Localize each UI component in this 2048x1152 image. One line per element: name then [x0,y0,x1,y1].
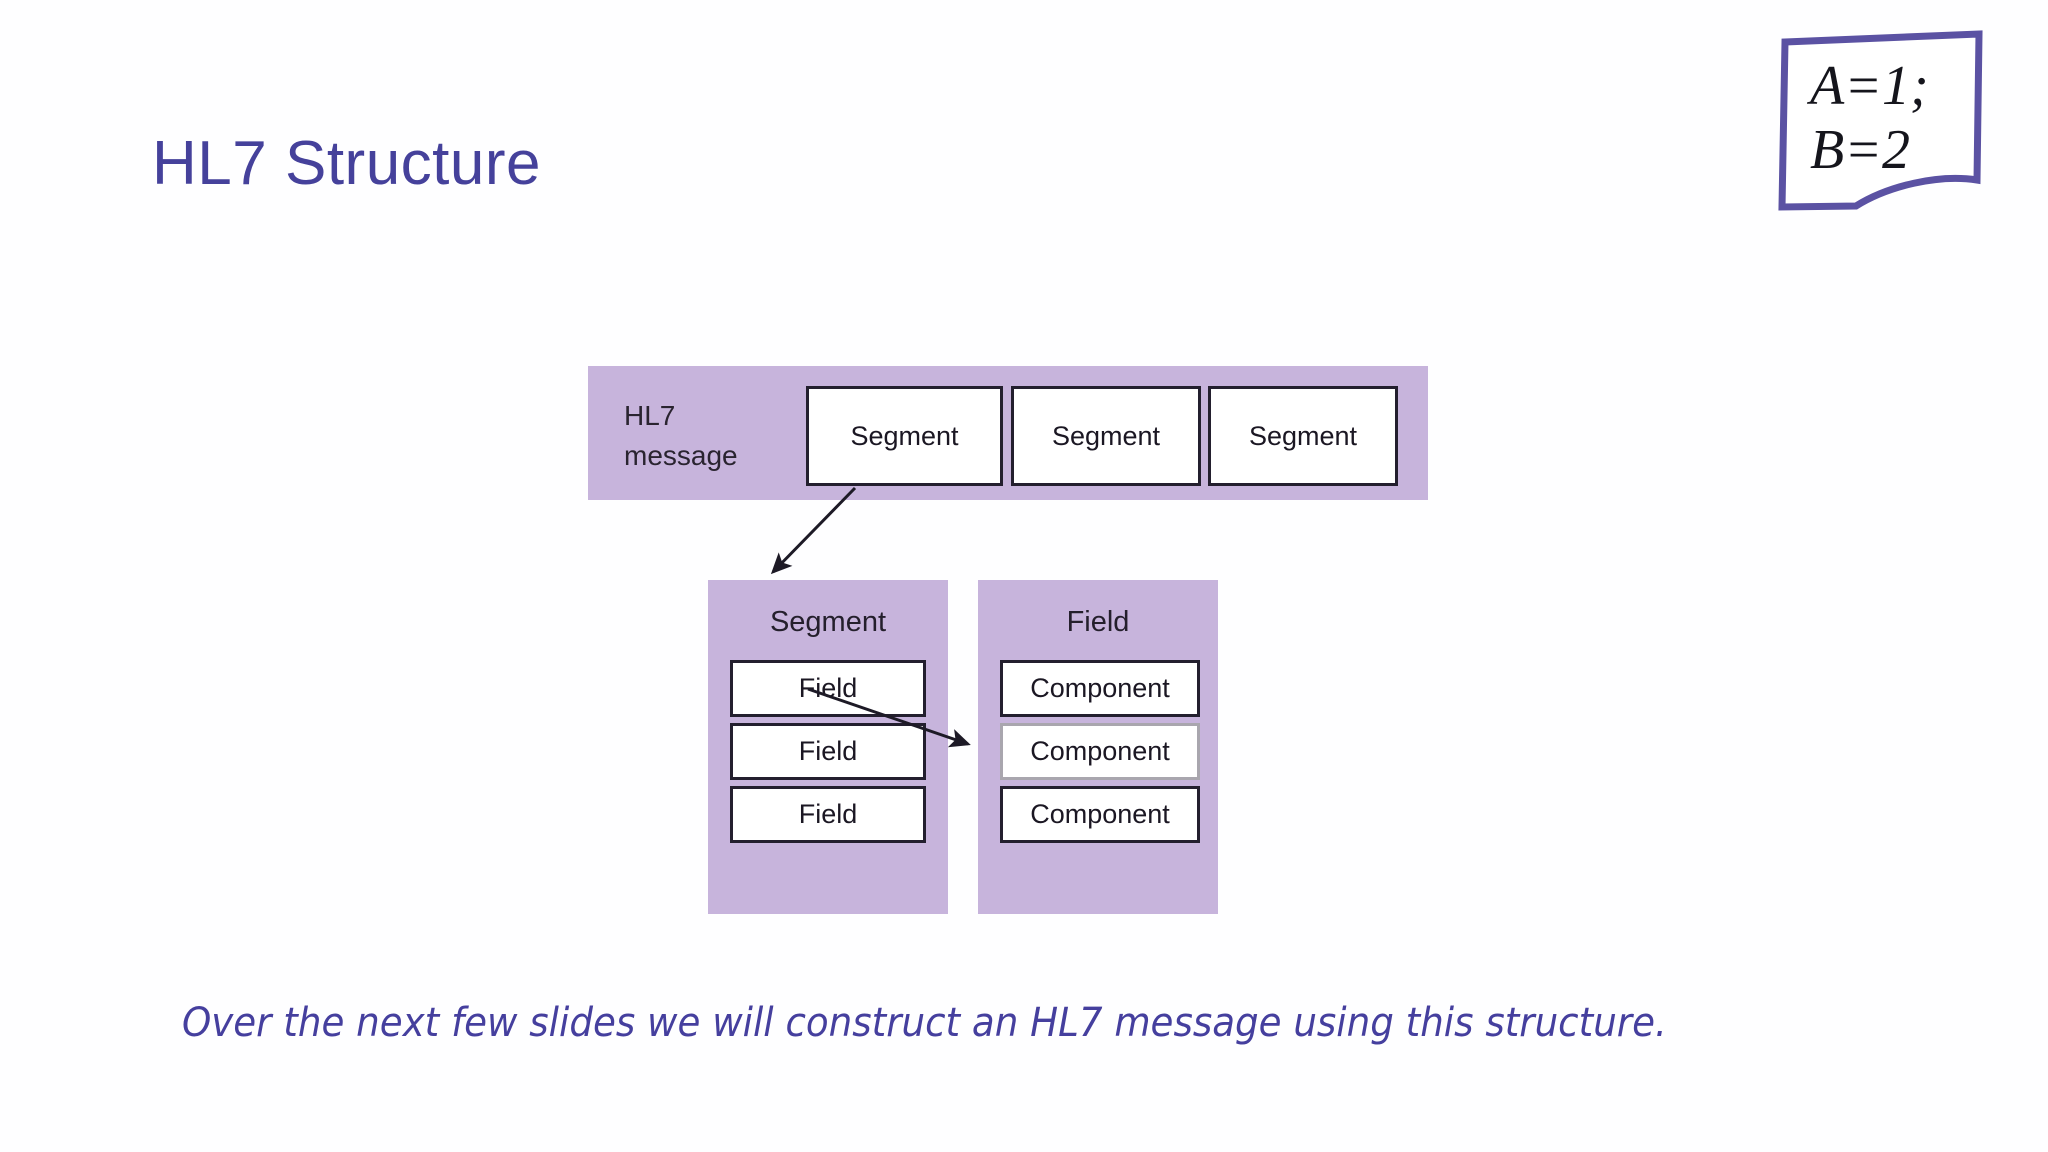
page-title: HL7 Structure [152,129,542,198]
segment-field-2[interactable]: Field [730,723,926,780]
segment-detail-box: Segment Field Field Field [708,580,948,914]
field-component-1[interactable]: Component [1000,660,1200,717]
field-detail-box: Field Component Component Component [978,580,1218,914]
segment-field-1[interactable]: Field [730,660,926,717]
message-segment-1[interactable]: Segment [806,386,1003,486]
field-component-2[interactable]: Component [1000,723,1200,780]
hl7-structure-diagram: HL7 message Segment Segment Segment Segm… [588,366,1428,914]
hl7-message-box: HL7 message Segment Segment Segment [588,366,1428,500]
field-detail-title: Field [1066,606,1130,638]
hl7-message-label-line2: message [624,440,738,471]
message-segment-3[interactable]: Segment [1208,386,1398,486]
hl7-message-label: HL7 message [624,396,774,476]
logo-line-2: B=2 [1810,119,1910,181]
note-page-logo: A=1; B=2 [1778,28,1986,213]
hl7-message-label-line1: HL7 [624,400,676,431]
logo-page-outline [1778,30,1983,211]
logo-page-fill [1782,34,1979,207]
slide-caption: Over the next few slides we will constru… [182,1000,1667,1046]
message-segment-2[interactable]: Segment [1011,386,1201,486]
field-component-3[interactable]: Component [1000,786,1200,843]
segment-detail-title: Segment [769,606,887,638]
segment-field-3[interactable]: Field [730,786,926,843]
logo-line-1: A=1; [1806,55,1929,117]
arrow-segment-to-segment-detail [770,486,857,575]
